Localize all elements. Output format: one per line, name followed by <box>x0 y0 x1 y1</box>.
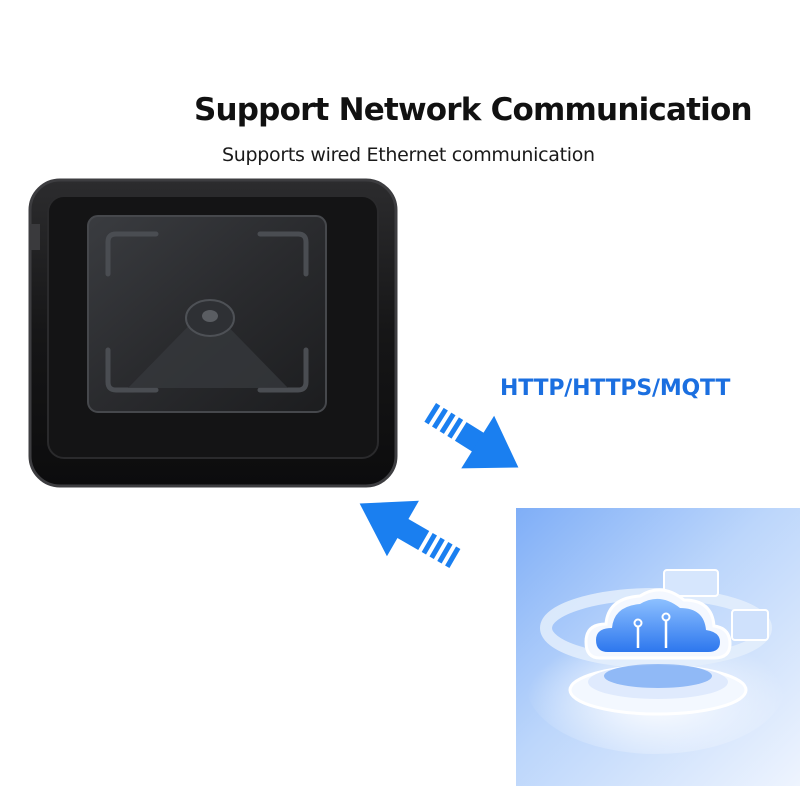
arrow-to-cloud-icon <box>424 403 519 469</box>
page-title: Support Network Communication <box>194 92 753 128</box>
protocol-label: HTTP/HTTPS/MQTT <box>500 376 731 401</box>
barcode-scanner-icon <box>28 178 398 488</box>
arrow-to-device-icon <box>359 500 461 569</box>
cloud-server-icon <box>516 508 800 786</box>
page-subtitle: Supports wired Ethernet communication <box>222 144 595 166</box>
